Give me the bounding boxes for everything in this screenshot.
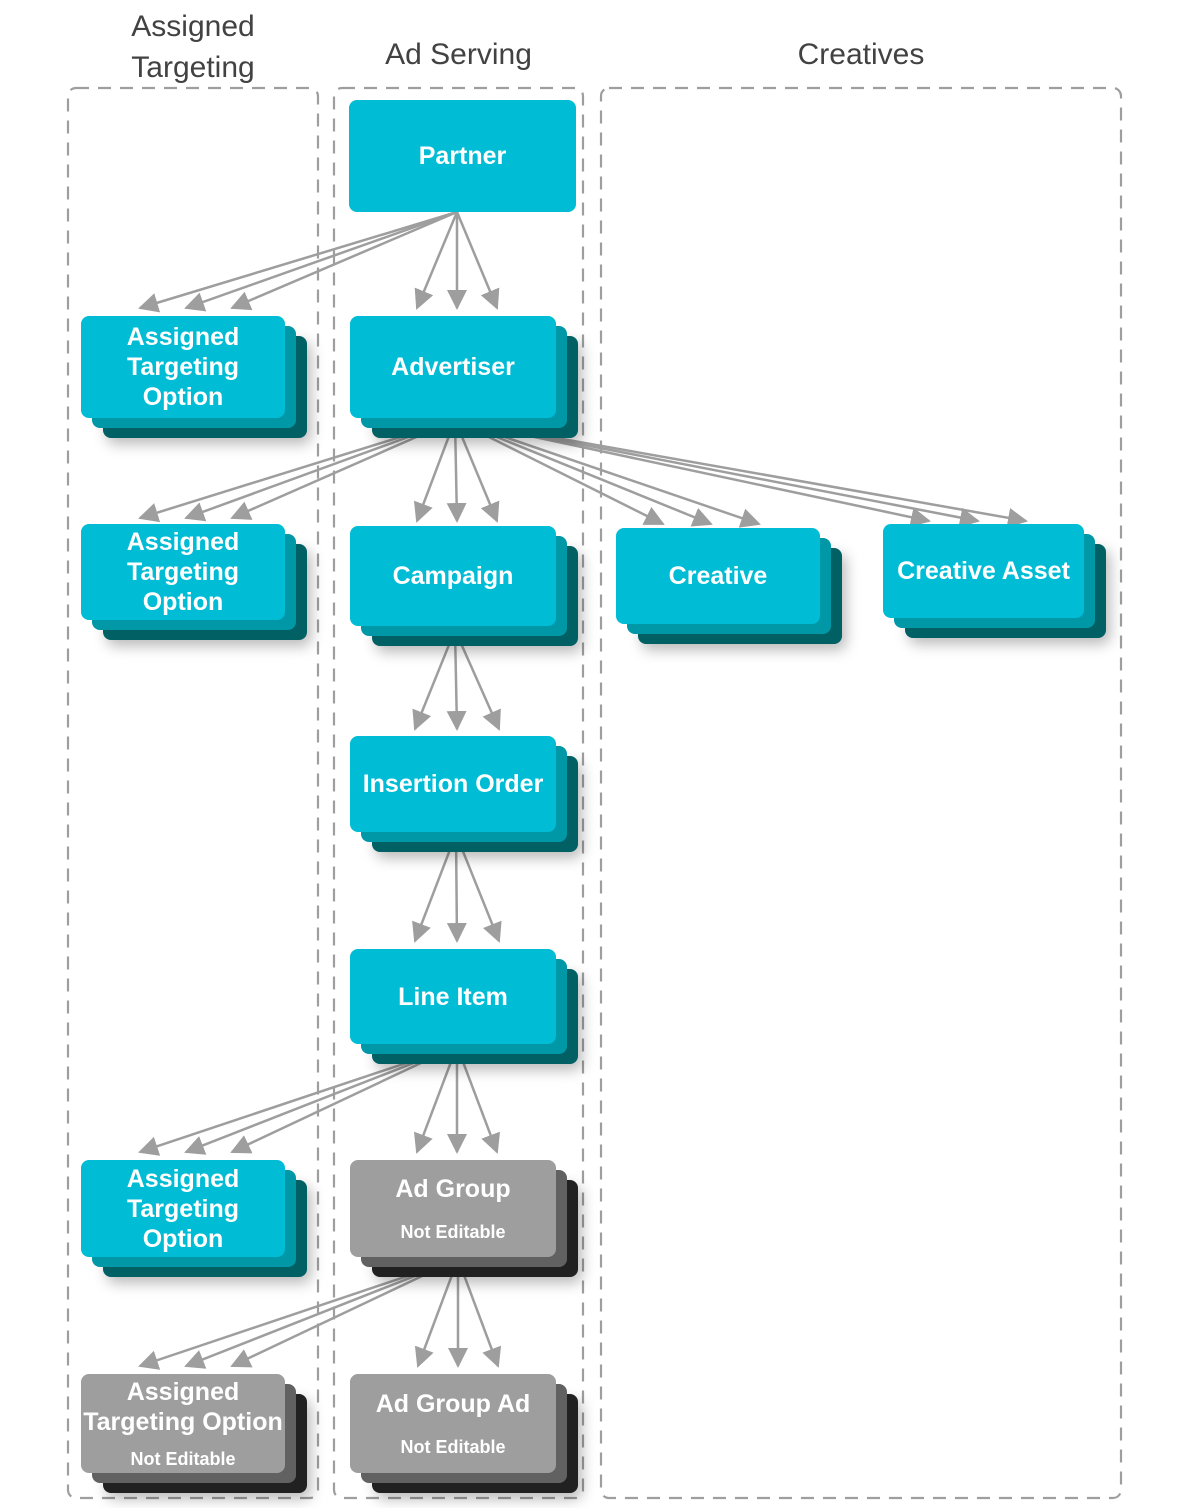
edge-advertiser-to-assigned-targeting-option bbox=[138, 418, 456, 523]
node-label: Ad Group Ad bbox=[375, 1390, 531, 1418]
node-assigned-targeting-option-ad-group: Assigned Targeting Option Not Editable bbox=[81, 1374, 285, 1473]
node-label: Assigned Targeting Option bbox=[126, 1164, 240, 1253]
node-line-item: Line Item bbox=[350, 949, 556, 1044]
column-creatives bbox=[599, 86, 1123, 1500]
node-assigned-targeting-option-line-item: Assigned Targeting Option bbox=[81, 1160, 285, 1257]
column-header-assigned-targeting: Assigned Targeting bbox=[131, 10, 255, 84]
edge-advertiser-to-creative bbox=[454, 418, 761, 528]
column-header-ad-serving: Ad Serving bbox=[385, 38, 532, 71]
edge-partner-to-advertiser bbox=[414, 211, 500, 310]
node-insertion-order: Insertion Order bbox=[350, 736, 556, 832]
node-label: Line Item bbox=[398, 982, 508, 1011]
node-creative: Creative bbox=[616, 528, 820, 624]
node-partner: Partner bbox=[349, 100, 576, 212]
edge-advertiser-to-creative-asset bbox=[454, 418, 1028, 528]
edge-line-item-to-assigned-targeting-option bbox=[138, 1044, 458, 1156]
node-label: Insertion Order bbox=[362, 770, 544, 798]
node-label: Campaign bbox=[392, 562, 514, 590]
edge-line-item-to-ad-group bbox=[413, 1045, 501, 1154]
node-label: Creative Asset bbox=[897, 557, 1070, 585]
column-assigned-targeting bbox=[66, 86, 320, 1500]
edge-partner-to-assigned-targeting-option bbox=[138, 210, 458, 313]
node-label: Assigned Targeting Option bbox=[83, 1378, 283, 1436]
edge-ad-group-to-assigned-targeting-option bbox=[138, 1257, 459, 1370]
node-ad-group-ad: Ad Group Ad Not Editable bbox=[350, 1374, 556, 1473]
node-label: Assigned Targeting Option bbox=[126, 528, 240, 616]
node-sublabel-not-editable: Not Editable bbox=[400, 1222, 506, 1242]
node-creative-asset: Creative Asset bbox=[883, 524, 1084, 618]
node-label: Assigned Targeting Option bbox=[126, 323, 240, 411]
edge-insertion-order-to-line-item bbox=[412, 833, 502, 943]
edge-ad-group-to-ad-group-ad bbox=[414, 1258, 502, 1368]
edge-advertiser-to-campaign bbox=[413, 419, 500, 523]
node-assigned-targeting-option-advertiser: Assigned Targeting Option bbox=[81, 524, 285, 620]
node-ad-group: Ad Group Not Editable bbox=[350, 1160, 556, 1257]
node-sublabel-not-editable: Not Editable bbox=[130, 1449, 236, 1469]
node-label: Creative bbox=[668, 562, 768, 590]
node-campaign: Campaign bbox=[350, 526, 556, 626]
node-assigned-targeting-option-partner: Assigned Targeting Option bbox=[81, 316, 285, 418]
column-header-creatives: Creatives bbox=[797, 38, 925, 71]
node-label: Advertiser bbox=[391, 353, 515, 381]
node-advertiser: Advertiser bbox=[350, 316, 556, 418]
edge-campaign-to-insertion-order bbox=[412, 629, 501, 731]
node-label: Ad Group bbox=[395, 1175, 511, 1203]
node-label: Partner bbox=[418, 142, 507, 170]
node-sublabel-not-editable: Not Editable bbox=[400, 1437, 506, 1457]
column-ad-serving bbox=[332, 86, 585, 1500]
